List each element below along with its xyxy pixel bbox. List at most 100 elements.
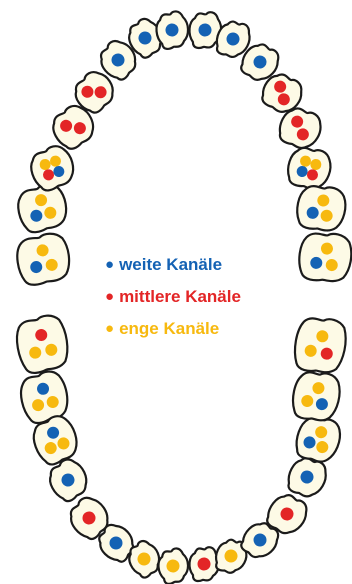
tooth-outline [17, 183, 68, 234]
canal-dot-narrow [49, 155, 61, 167]
tooth-outline [74, 71, 114, 114]
tooth-lower-right-incisor-central [188, 546, 221, 583]
canal-dot-wide [198, 23, 212, 37]
canal-dot-wide [296, 165, 308, 177]
canal-dot-wide [303, 436, 316, 449]
legend-dot-medium: ● [105, 288, 115, 305]
tooth-lower-left-premolar-2 [49, 458, 88, 503]
tooth-outline [30, 145, 75, 192]
canal-dot-medium [320, 347, 333, 360]
canal-dot-narrow [224, 549, 238, 563]
canal-dot-narrow [310, 159, 322, 171]
tooth-lower-right-molar-3 [293, 317, 347, 374]
tooth-upper-left-canine [99, 39, 137, 81]
tooth-outline [298, 232, 352, 283]
canal-dot-narrow [32, 399, 45, 412]
tooth-upper-right-premolar-2 [278, 107, 322, 150]
tooth-lower-right-molar-2 [291, 371, 341, 422]
lower-jaw [15, 314, 347, 584]
tooth-lower-right-premolar-1 [266, 494, 308, 535]
upper-jaw [16, 10, 352, 286]
canal-dot-wide [111, 53, 125, 67]
tooth-outline [32, 415, 78, 466]
canal-dot-medium [197, 557, 211, 571]
canal-dot-medium [81, 85, 94, 98]
tooth-upper-right-premolar-1 [261, 73, 303, 113]
canal-dot-narrow [317, 194, 330, 207]
tooth-upper-left-molar-3 [16, 232, 71, 286]
canal-dot-narrow [46, 396, 59, 409]
canal-dot-medium [277, 93, 290, 106]
tooth-outline [291, 371, 341, 422]
legend-item-wide: ● weite Kanäle [105, 256, 241, 288]
tooth-upper-right-incisor-central [188, 11, 223, 50]
canal-dot-wide [138, 31, 152, 45]
canal-dot-wide [30, 209, 43, 222]
tooth-lower-left-incisor-central [157, 547, 190, 584]
canal-dot-medium [43, 169, 55, 181]
canal-dot-narrow [44, 442, 57, 455]
canal-dot-medium [296, 128, 309, 141]
tooth-lower-left-canine [98, 523, 135, 563]
canal-dot-wide [61, 473, 75, 487]
canal-dot-medium [73, 122, 86, 135]
canal-dot-medium [82, 511, 96, 525]
legend-dot-wide: ● [105, 256, 115, 273]
tooth-lower-left-premolar-1 [69, 496, 109, 541]
tooth-upper-left-premolar-2 [52, 104, 95, 150]
tooth-outline [296, 185, 347, 232]
tooth-outline [15, 314, 69, 374]
canal-dot-medium [291, 115, 304, 128]
tooth-lower-right-molar-1 [295, 415, 342, 463]
tooth-outline [19, 370, 69, 425]
canal-dot-narrow [316, 441, 329, 454]
canal-dot-medium [35, 329, 48, 342]
canal-dot-wide [109, 536, 123, 550]
canal-dot-narrow [312, 382, 325, 395]
canal-dot-medium [274, 80, 287, 93]
canal-dot-narrow [45, 258, 58, 271]
canal-dot-narrow [57, 437, 70, 450]
canal-dot-narrow [316, 330, 329, 343]
tooth-lower-left-molar-3 [15, 314, 69, 374]
tooth-upper-right-molar-3 [298, 232, 352, 283]
canal-dot-medium [280, 507, 294, 521]
tooth-outline [293, 317, 347, 374]
tooth-outline [52, 104, 95, 150]
canal-dot-narrow [301, 395, 314, 408]
canal-dot-wide [253, 55, 267, 69]
canal-dot-wide [47, 426, 60, 439]
canal-dot-narrow [320, 242, 333, 255]
tooth-upper-right-molar-2 [296, 185, 347, 232]
canal-dot-narrow [137, 552, 151, 566]
canal-dot-narrow [44, 206, 57, 219]
canal-dot-medium [60, 119, 73, 132]
canal-dot-medium [94, 86, 107, 99]
tooth-lower-right-canine [240, 522, 280, 559]
canal-dot-narrow [300, 155, 312, 167]
tooth-upper-right-canine [240, 43, 280, 81]
tooth-upper-left-premolar-1 [74, 71, 114, 114]
tooth-lower-left-molar-1 [32, 415, 78, 466]
tooth-upper-left-molar-1 [30, 145, 75, 192]
tooth-upper-left-incisor-central [155, 10, 190, 50]
tooth-lower-right-premolar-2 [287, 456, 327, 498]
canal-dot-narrow [320, 209, 333, 222]
tooth-outline [16, 232, 71, 286]
legend-item-narrow: ● enge Kanäle [105, 320, 241, 352]
canal-dot-narrow [35, 194, 48, 207]
canal-dot-narrow [304, 344, 317, 357]
tooth-upper-left-molar-2 [17, 183, 68, 234]
canal-dot-narrow [325, 259, 338, 272]
canal-width-legend: ● weite Kanäle ● mittlere Kanäle ● enge … [105, 256, 241, 352]
legend-label-wide: weite Kanäle [119, 255, 223, 274]
tooth-outline [261, 73, 303, 113]
canal-dot-wide [300, 470, 314, 484]
canal-dot-wide [226, 32, 240, 46]
canal-dot-wide [310, 256, 323, 269]
canal-dot-wide [315, 398, 328, 411]
legend-label-narrow: enge Kanäle [119, 319, 220, 338]
canal-dot-wide [306, 206, 319, 219]
canal-dot-narrow [166, 559, 180, 573]
